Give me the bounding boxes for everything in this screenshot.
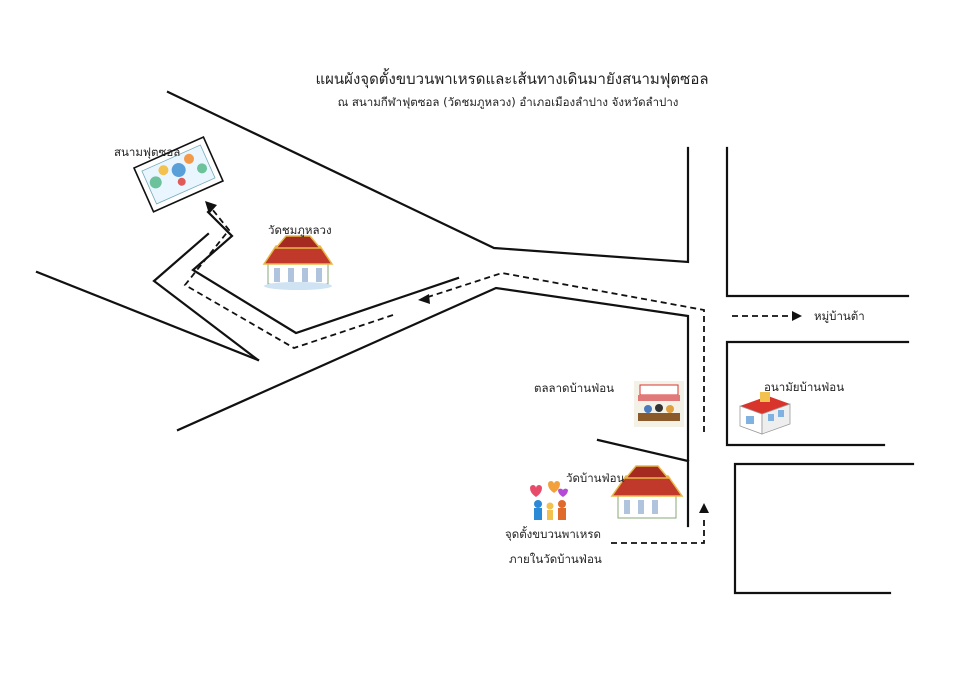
temple-icon	[610, 465, 684, 519]
label-health-center: อนามัยบ้านฟ่อน	[764, 380, 844, 394]
parade-route	[183, 201, 802, 544]
route-arrow-end	[205, 201, 217, 214]
road-left-wedge-2	[152, 232, 260, 362]
route-arrow-right	[792, 311, 802, 321]
road-right-mid	[725, 340, 910, 447]
road-network	[35, 90, 915, 595]
label-village-ta: หมู่บ้านต้า	[814, 309, 865, 323]
market-stall-icon	[634, 381, 684, 427]
map-title: แผนผังจุดตั้งขบวนพาเหรดและเส้นทางเดินมาย…	[315, 68, 708, 89]
label-futsal-field: สนามฟุตซอล	[114, 145, 180, 159]
road-main-upper	[166, 90, 690, 264]
road-temple-access	[191, 210, 460, 335]
stadium-icon	[132, 136, 225, 213]
road-upper-right	[725, 146, 910, 298]
temple-icon	[262, 235, 334, 290]
route-segment-final	[183, 208, 394, 349]
road-left-wedge	[35, 270, 260, 362]
map-subtitle: ณ สนามกีฬาฟุตซอล (วัดชมภูหลวง) อำเภอเมือ…	[338, 95, 679, 109]
label-market: ตลลาดบ้านฟ่อน	[534, 381, 614, 395]
route-arrow-up	[699, 503, 709, 513]
label-wat-chomphu-luang: วัดชมภูหลวง	[268, 223, 332, 237]
label-wat-ban-fon: วัดบ้านฟ่อน	[566, 471, 625, 485]
road-main-lower	[176, 286, 690, 528]
label-assembly-point: จุดตั้งขบวนพาเหรด	[505, 526, 601, 541]
road-lower-left	[596, 438, 690, 463]
route-segment-start	[611, 518, 705, 544]
label-assembly-location: ภายในวัดบ้านฟ่อน	[509, 552, 602, 566]
parade-people-icon	[530, 481, 568, 520]
clinic-icon	[739, 392, 791, 435]
route-arrow-left	[418, 294, 430, 304]
road-lower-right	[733, 462, 915, 595]
route-segment-main	[427, 272, 705, 432]
